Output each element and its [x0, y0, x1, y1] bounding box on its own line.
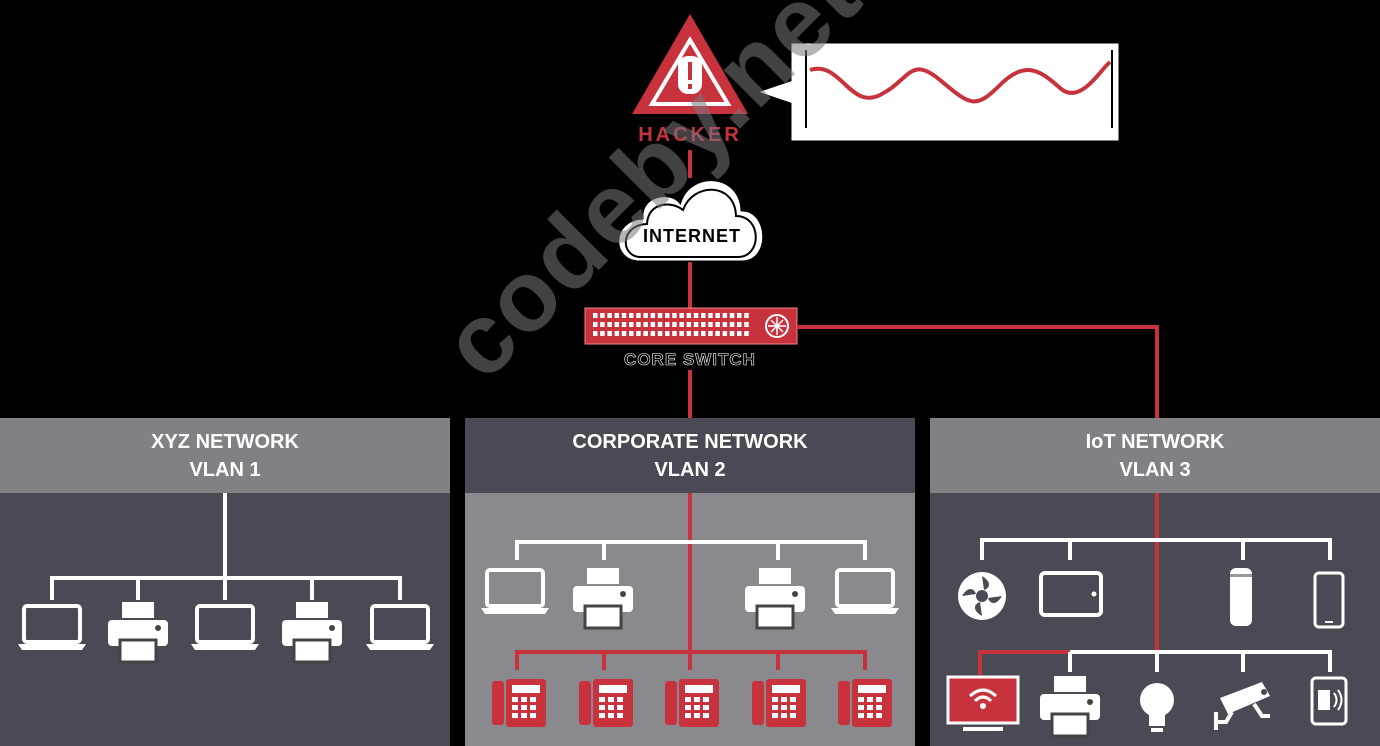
security-camera-icon — [1214, 682, 1270, 730]
hacker-warning-icon — [632, 14, 748, 114]
corporate-network-title: CORPORATE NETWORK — [572, 430, 808, 453]
core-switch-icon — [584, 307, 798, 345]
corporate-network-header: CORPORATE NETWORK VLAN 2 — [465, 418, 915, 493]
laptop-icon — [479, 568, 551, 616]
internet-label: INTERNET — [643, 226, 741, 246]
ip-phone-icon — [492, 679, 546, 727]
nfc-device-icon — [1310, 676, 1348, 726]
xyz-network-panel: XYZ NETWORK VLAN 1 — [0, 418, 450, 746]
laptop-icon — [16, 604, 88, 652]
internet-cloud-icon — [616, 178, 766, 264]
light-bulb-icon — [1140, 683, 1174, 732]
smart-tv-icon — [946, 675, 1020, 731]
xyz-network-title: XYZ NETWORK — [151, 430, 299, 453]
smart-speaker-icon — [1230, 568, 1252, 626]
xyz-network-vlan: VLAN 1 — [189, 458, 261, 481]
printer-icon — [571, 566, 635, 630]
printer-icon — [1038, 674, 1102, 738]
printer-icon — [280, 600, 344, 664]
smart-fan-icon — [958, 572, 1006, 620]
ip-phone-icon — [752, 679, 806, 727]
smartphone-icon — [1313, 571, 1345, 629]
iot-network-vlan: VLAN 3 — [1119, 458, 1191, 481]
laptop-icon — [189, 604, 261, 652]
speech-bubble-icon — [750, 40, 1122, 144]
laptop-icon — [829, 568, 901, 616]
xyz-network-header: XYZ NETWORK VLAN 1 — [0, 418, 450, 493]
laptop-icon — [364, 604, 436, 652]
iot-network-title: IoT NETWORK — [1085, 430, 1225, 453]
hacker-label: HACKER — [638, 124, 742, 146]
ip-phone-icon — [579, 679, 633, 727]
printer-icon — [743, 566, 807, 630]
printer-icon — [106, 600, 170, 664]
ip-phone-icon — [665, 679, 719, 727]
ip-phone-icon — [838, 679, 892, 727]
corporate-network-vlan: VLAN 2 — [654, 458, 726, 481]
tablet-icon — [1039, 571, 1103, 617]
iot-network-header: IoT NETWORK VLAN 3 — [930, 418, 1380, 493]
core-switch-label: CORE SWITCH — [624, 350, 756, 370]
